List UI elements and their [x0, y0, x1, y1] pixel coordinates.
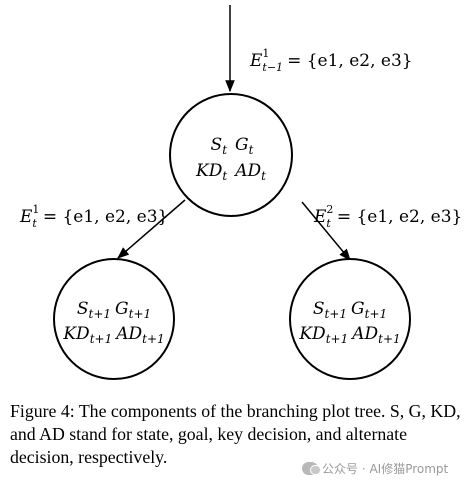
right-edge-arrow [301, 201, 351, 261]
watermark-text: 公众号 · AI修猫Prompt [322, 461, 449, 476]
root-node [169, 93, 293, 217]
left-child-node [53, 258, 175, 380]
watermark: 公众号 · AI修猫Prompt [302, 458, 448, 478]
figure-caption: Figure 4: The components of the branchin… [10, 401, 461, 467]
wechat-icon [302, 461, 321, 475]
right-child-node [289, 258, 411, 380]
left-edge-arrow [117, 199, 186, 259]
